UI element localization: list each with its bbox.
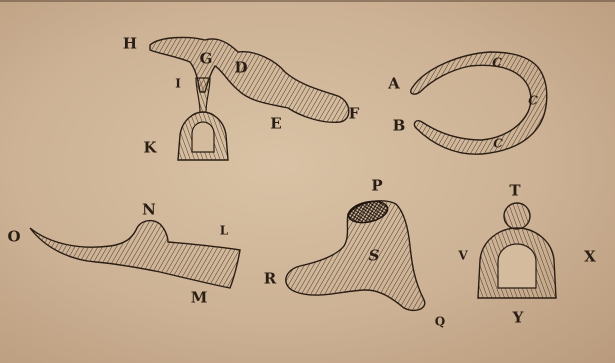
label-G: G <box>200 52 213 67</box>
label-D: D <box>234 61 247 76</box>
label-O: O <box>7 230 20 245</box>
figure5-window <box>498 244 536 288</box>
label-X: X <box>584 250 596 265</box>
label-M: M <box>191 291 208 306</box>
label-T: T <box>509 184 520 199</box>
figure-horn <box>30 221 240 288</box>
label-Y: Y <box>513 311 524 326</box>
label-F: F <box>349 107 360 122</box>
label-H: H <box>123 37 137 52</box>
label-A: A <box>388 77 400 92</box>
label-C-bottom: C <box>493 137 503 152</box>
label-I: I <box>175 77 181 92</box>
label-K: K <box>143 141 156 156</box>
label-E: E <box>270 117 281 132</box>
figure-crescent <box>411 52 547 154</box>
label-C-top: C <box>492 56 502 71</box>
label-S: S <box>369 249 380 264</box>
label-Q: Q <box>435 315 445 330</box>
label-C-right: C <box>528 94 538 109</box>
label-V: V <box>458 249 467 264</box>
figure5-knob <box>504 203 530 229</box>
figure2-body <box>411 52 547 154</box>
label-B: B <box>393 119 406 134</box>
figure-bell <box>478 203 556 298</box>
label-L: L <box>220 224 228 239</box>
figure-pouch <box>286 198 425 310</box>
label-N: N <box>142 203 156 218</box>
label-P: P <box>371 179 382 194</box>
figure1-base-window <box>192 122 214 152</box>
figure-stalked-organ <box>150 37 349 160</box>
figure1-stalk <box>196 78 210 112</box>
figure3-body <box>30 221 240 288</box>
label-R: R <box>264 272 276 287</box>
